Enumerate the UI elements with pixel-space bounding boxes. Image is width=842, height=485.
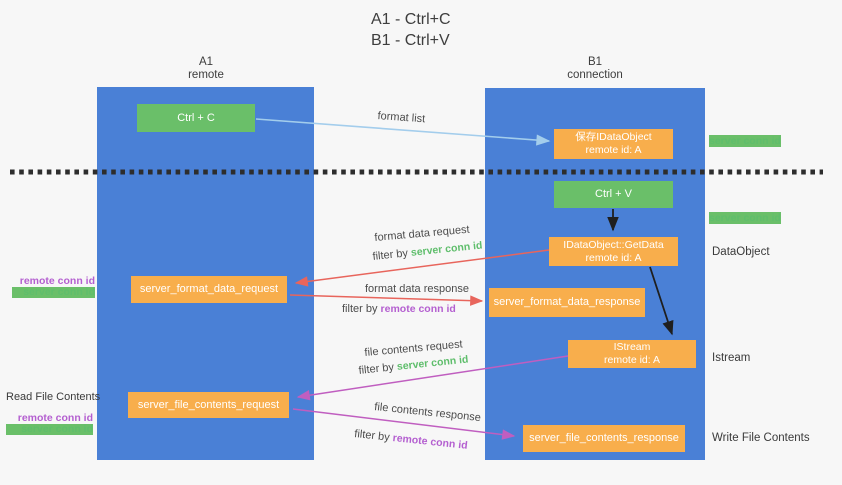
dataobject-annotation: DataObject — [712, 246, 770, 258]
filter-by-text: filter by — [372, 247, 409, 263]
getdata-line2: remote id: A — [585, 251, 642, 264]
server-conn-id-annotation: server conn id — [12, 287, 95, 298]
remote-conn-id-annotation: remote conn id — [17, 412, 93, 424]
diagram-title: A1 - Ctrl+C B1 - Ctrl+V — [371, 9, 451, 51]
lane-a1-title: A1 — [198, 56, 214, 68]
lane-header-a1: A1 remote — [146, 56, 266, 82]
filter-by-remote-conn-id-label-2: filter by remote conn id — [354, 428, 468, 452]
server-format-data-request-box: server_format_data_request — [131, 276, 287, 303]
ctrl-c-label: Ctrl + C — [177, 111, 215, 124]
filter-by-remote-conn-id-label-1: filter by remote conn id — [342, 303, 456, 315]
remote-conn-id-text: remote conn id — [392, 432, 469, 452]
title-line-1: A1 - Ctrl+C — [371, 11, 451, 28]
istream-line2: remote id: A — [603, 354, 661, 366]
left-mid-conn-ids: remote conn id server conn id — [12, 276, 95, 298]
filter-by-text: filter by — [358, 361, 395, 377]
server-conn-id-annotation: server conn id — [6, 424, 93, 435]
format-data-response-label: format data response — [365, 283, 469, 295]
filter-by-server-conn-id-label-1: filter by server conn id — [372, 239, 483, 262]
format-request-label: server_format_data_request — [139, 283, 279, 295]
lane-b1-subtitle: connection — [567, 69, 623, 81]
file-request-label: server_file_contents_request — [137, 398, 280, 411]
format-response-label: server_format_data_response — [493, 296, 641, 308]
istream-annotation: Istream — [712, 352, 751, 364]
title-line-2: B1 - Ctrl+V — [371, 32, 450, 49]
ctrl-v-label: Ctrl + V — [595, 188, 632, 200]
server-file-contents-request-box: server_file_contents_request — [128, 392, 289, 418]
istream-box: IStream remote id: A — [568, 340, 696, 368]
write-file-contents-label: Write File Contents — [712, 432, 810, 444]
getdata-line1: IDataObject::GetData — [563, 238, 664, 251]
istream-line1: IStream — [613, 341, 651, 353]
idataobject-getdata-box: IDataObject::GetData remote id: A — [549, 237, 678, 266]
ctrl-c-box: Ctrl + C — [137, 104, 255, 132]
format-list-label: format list — [377, 110, 426, 126]
remote-conn-id-text: remote conn id — [380, 303, 456, 315]
server-conn-id-annotation-mid: server conn id — [709, 212, 781, 224]
save-idataobject-line2: remote id: A — [585, 144, 642, 156]
filter-by-text: filter by — [342, 303, 378, 315]
format-data-request-label: format data request — [374, 223, 471, 244]
save-idataobject-box: 保存IDataObject remote id: A — [554, 129, 673, 159]
server-conn-id-text: server conn id — [410, 239, 483, 259]
server-file-contents-response-box: server_file_contents_response — [523, 425, 685, 452]
lane-header-b1: B1 connection — [535, 56, 655, 82]
file-contents-response-label: file contents response — [373, 401, 482, 425]
lane-a1-subtitle: remote — [188, 69, 224, 81]
server-format-data-response-box: server_format_data_response — [489, 288, 645, 317]
read-file-contents-block: Read File Contents remote conn id server… — [6, 391, 101, 435]
filter-by-text: filter by — [353, 428, 391, 444]
server-conn-id-text: server conn id — [396, 353, 469, 373]
file-response-label: server_file_contents_response — [529, 432, 679, 444]
remote-conn-id-annotation: remote conn id — [19, 275, 95, 287]
lane-b1-title: B1 — [587, 56, 603, 68]
ctrl-v-box: Ctrl + V — [554, 181, 673, 208]
format-data-response-arrow — [289, 294, 484, 306]
read-file-contents-label: Read File Contents — [6, 391, 101, 403]
server-conn-id-annotation-top: server conn id — [709, 135, 781, 147]
save-idataobject-line1: 保存IDataObject — [575, 131, 652, 143]
